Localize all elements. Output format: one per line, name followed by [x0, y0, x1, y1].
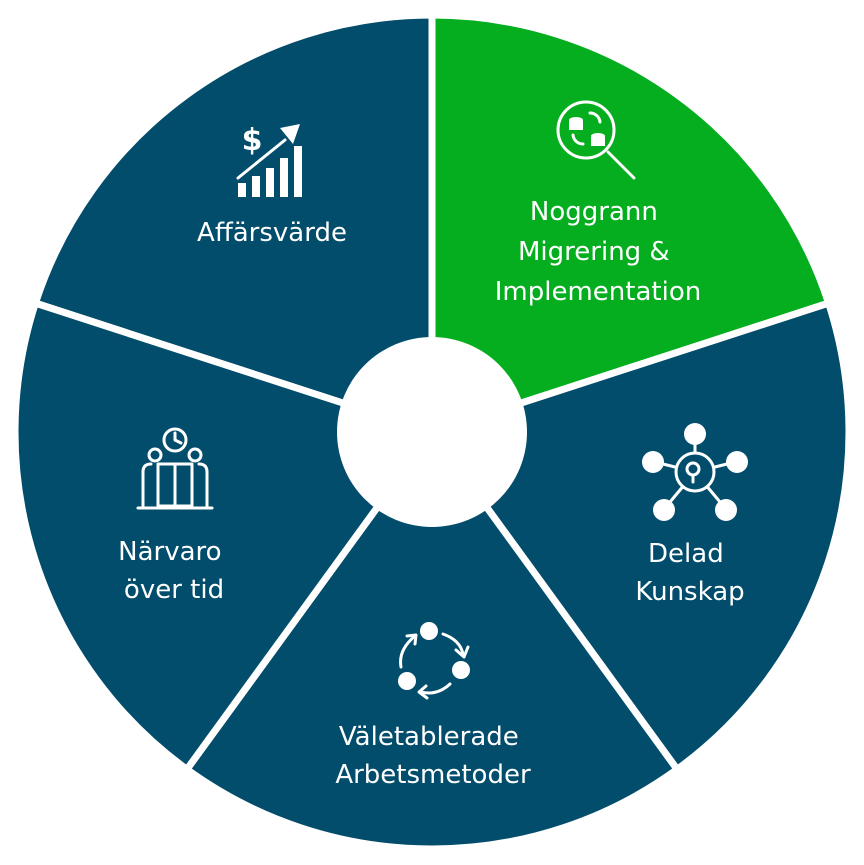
label-valetablerade-arbetsmetoder-line: Arbetsmetoder	[335, 760, 531, 790]
segment-valetablerade-arbetsmetoder	[183, 428, 681, 853]
label-narvaro-over-tid-line: Närvaro	[118, 537, 221, 567]
center-hub	[337, 337, 527, 527]
network-head-idea-icon	[642, 423, 748, 521]
label-delad-kunskap-line: Delad	[648, 539, 724, 569]
label-delad-kunskap: Delad Kunskap	[635, 539, 744, 607]
svg-text:$: $	[242, 123, 263, 158]
label-affarsvarde-line: Affärsvärde	[197, 218, 347, 248]
label-noggrann-migrering-line: Migrering &	[518, 237, 670, 267]
growth-chart-dollar-icon: $	[236, 123, 302, 197]
cycle-arrows-icon	[398, 622, 470, 700]
segment-affarsvarde	[31, 11, 436, 436]
magnifier-coins-icon	[556, 100, 636, 180]
label-affarsvarde: Affärsvärde	[197, 218, 347, 248]
label-noggrann-migrering: Noggrann Migrering & Implementation	[495, 197, 701, 307]
label-noggrann-migrering-line: Noggrann	[530, 197, 658, 227]
people-clock-icon	[136, 427, 214, 510]
segment-noggrann-migrering	[428, 11, 833, 436]
label-delad-kunskap-line: Kunskap	[635, 577, 744, 607]
label-noggrann-migrering-line: Implementation	[495, 277, 701, 307]
label-narvaro-over-tid-line: över tid	[124, 575, 224, 605]
segment-narvaro-over-tid	[11, 299, 436, 773]
label-narvaro-over-tid: Närvaro över tid	[118, 537, 230, 605]
segment-delad-kunskap	[428, 299, 853, 773]
label-valetablerade-arbetsmetoder-line: Väletablerade	[339, 722, 519, 752]
label-valetablerade-arbetsmetoder: Väletablerade Arbetsmetoder	[335, 722, 531, 790]
